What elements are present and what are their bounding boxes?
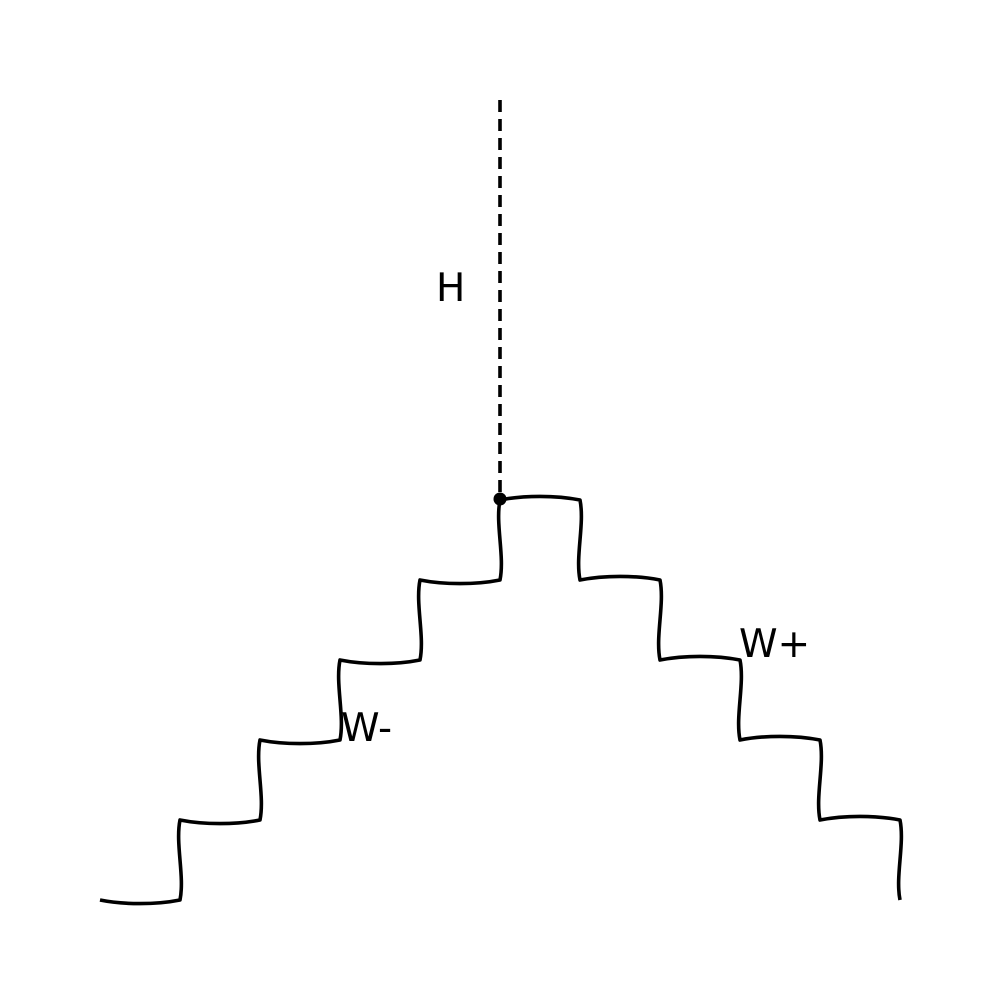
w-minus-label: W- [341,706,392,751]
interaction-vertex-dot [493,492,507,506]
higgs-label: H [436,266,465,311]
w-plus-propagator-wavy-line [499,494,904,901]
w-plus-label: W+ [739,622,810,667]
w-minus-propagator-wavy-line [99,499,504,906]
